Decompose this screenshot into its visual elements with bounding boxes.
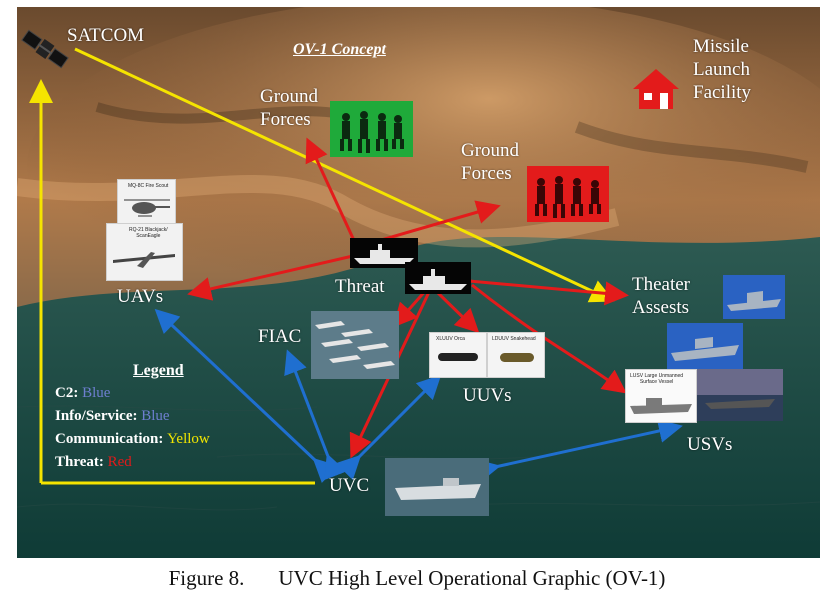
legend-label: Threat — [55, 454, 99, 470]
ov1-graphic: SATCOM OV-1 Concept Missile Launch Facil… — [17, 7, 820, 558]
usv-photo — [697, 369, 783, 421]
threat-label: Threat — [335, 276, 385, 297]
legend: Legend C2: Blue Info/Service: Blue Commu… — [55, 359, 210, 474]
missile-facility-line: Missile Launch Facility — [693, 36, 752, 103]
legend-label: Info/Service — [55, 408, 133, 424]
threat-arrow-fiac — [393, 288, 429, 328]
uavs-label: UAVs — [117, 286, 164, 307]
facility-house-icon — [631, 67, 681, 116]
threat-arrow-theater — [446, 277, 629, 306]
threat-ship-2-icon — [405, 262, 471, 294]
theater-assets-text: Theater Assests — [632, 274, 691, 318]
uuv-right-caption: LDUUV Snakehead — [492, 336, 536, 342]
usvs-label: USVs — [687, 434, 733, 455]
uuv-orca-card: XLUUV Orca — [429, 332, 487, 378]
threat-ship-icon — [350, 238, 418, 268]
c2-arrow-fiac — [284, 349, 347, 481]
orca-uuv-icon — [438, 353, 478, 361]
figure-number: Figure 8. — [168, 566, 245, 590]
legend-label: C2 — [55, 385, 74, 401]
usv-caption: LUSV Large Unmanned Surface Vessel — [630, 373, 684, 385]
legend-sep: : — [73, 385, 83, 401]
legend-row-c2: C2: Blue — [55, 382, 210, 405]
satellite-icon — [19, 23, 71, 80]
satcom-label: SATCOM — [67, 25, 145, 46]
uvc-ship-photo — [385, 458, 489, 516]
legend-row-threat: Threat: Red — [55, 451, 210, 474]
c2-arrow-uuvs — [335, 374, 442, 481]
uav-drone-card: RQ-21 Blackjack/ ScanEagle — [106, 223, 183, 281]
usv-icon — [630, 398, 692, 414]
uuv-snakehead-card: LDUUV Snakehead — [487, 332, 545, 378]
ground-forces-green-icon — [330, 101, 413, 157]
uvc-label: UVC — [329, 475, 370, 496]
legend-sep: : — [132, 408, 142, 424]
missile-facility-label: Missile Launch Facility — [693, 35, 783, 104]
terrain-background — [17, 7, 820, 558]
ground-forces-red-text: Ground Forces — [461, 140, 520, 184]
ground-forces-red-label: Ground Forces — [461, 139, 551, 185]
figure-caption: Figure 8. UVC High Level Operational Grap… — [0, 566, 834, 591]
fiac-label: FIAC — [258, 326, 302, 347]
uuv-left-caption: XLUUV Orca — [436, 336, 465, 342]
theater-assets-label: Theater Assests — [632, 273, 712, 319]
legend-value: Blue — [82, 385, 111, 401]
c2-arrow-usvs — [474, 419, 683, 483]
legend-sep: : — [98, 454, 108, 470]
helicopter-icon — [124, 199, 170, 217]
legend-value: Blue — [141, 408, 170, 424]
figure-caption-text: UVC High Level Operational Graphic (OV-1… — [278, 566, 666, 590]
ground-forces-red-icon — [527, 166, 609, 222]
uav-bottom-caption: RQ-21 Blackjack/ ScanEagle — [129, 227, 168, 239]
legend-row-communication: Communication: Yellow — [55, 428, 210, 451]
threat-arrow-ground-forces — [305, 137, 359, 248]
drone-icon — [113, 252, 175, 268]
threat-arrow-uavs — [187, 253, 358, 301]
theater-ship-2-photo — [667, 323, 743, 369]
ground-forces-green-label: Ground Forces — [260, 85, 350, 131]
legend-row-info: Info/Service: Blue — [55, 405, 210, 428]
legend-value: Yellow — [167, 431, 210, 447]
legend-title: Legend — [133, 362, 184, 379]
threat-arrow-uuvs — [435, 290, 480, 334]
threat-arrow-usvs — [471, 283, 627, 394]
legend-label: Communication — [55, 431, 159, 447]
snakehead-uuv-icon — [500, 353, 534, 362]
legend-value: Red — [107, 454, 132, 470]
legend-sep: : — [158, 431, 168, 447]
theater-ship-1-photo — [723, 275, 785, 319]
diagram-title: OV-1 Concept — [293, 41, 386, 58]
fiac-boats-photo — [311, 311, 399, 379]
ground-forces-green-text: Ground Forces — [260, 86, 319, 130]
comm-line-satcom-theater — [74, 47, 615, 303]
usv-lusv-card: LUSV Large Unmanned Surface Vessel — [625, 369, 697, 423]
uuvs-label: UUVs — [463, 385, 512, 406]
uav-top-caption: MQ-8C Fire Scout — [128, 183, 169, 189]
